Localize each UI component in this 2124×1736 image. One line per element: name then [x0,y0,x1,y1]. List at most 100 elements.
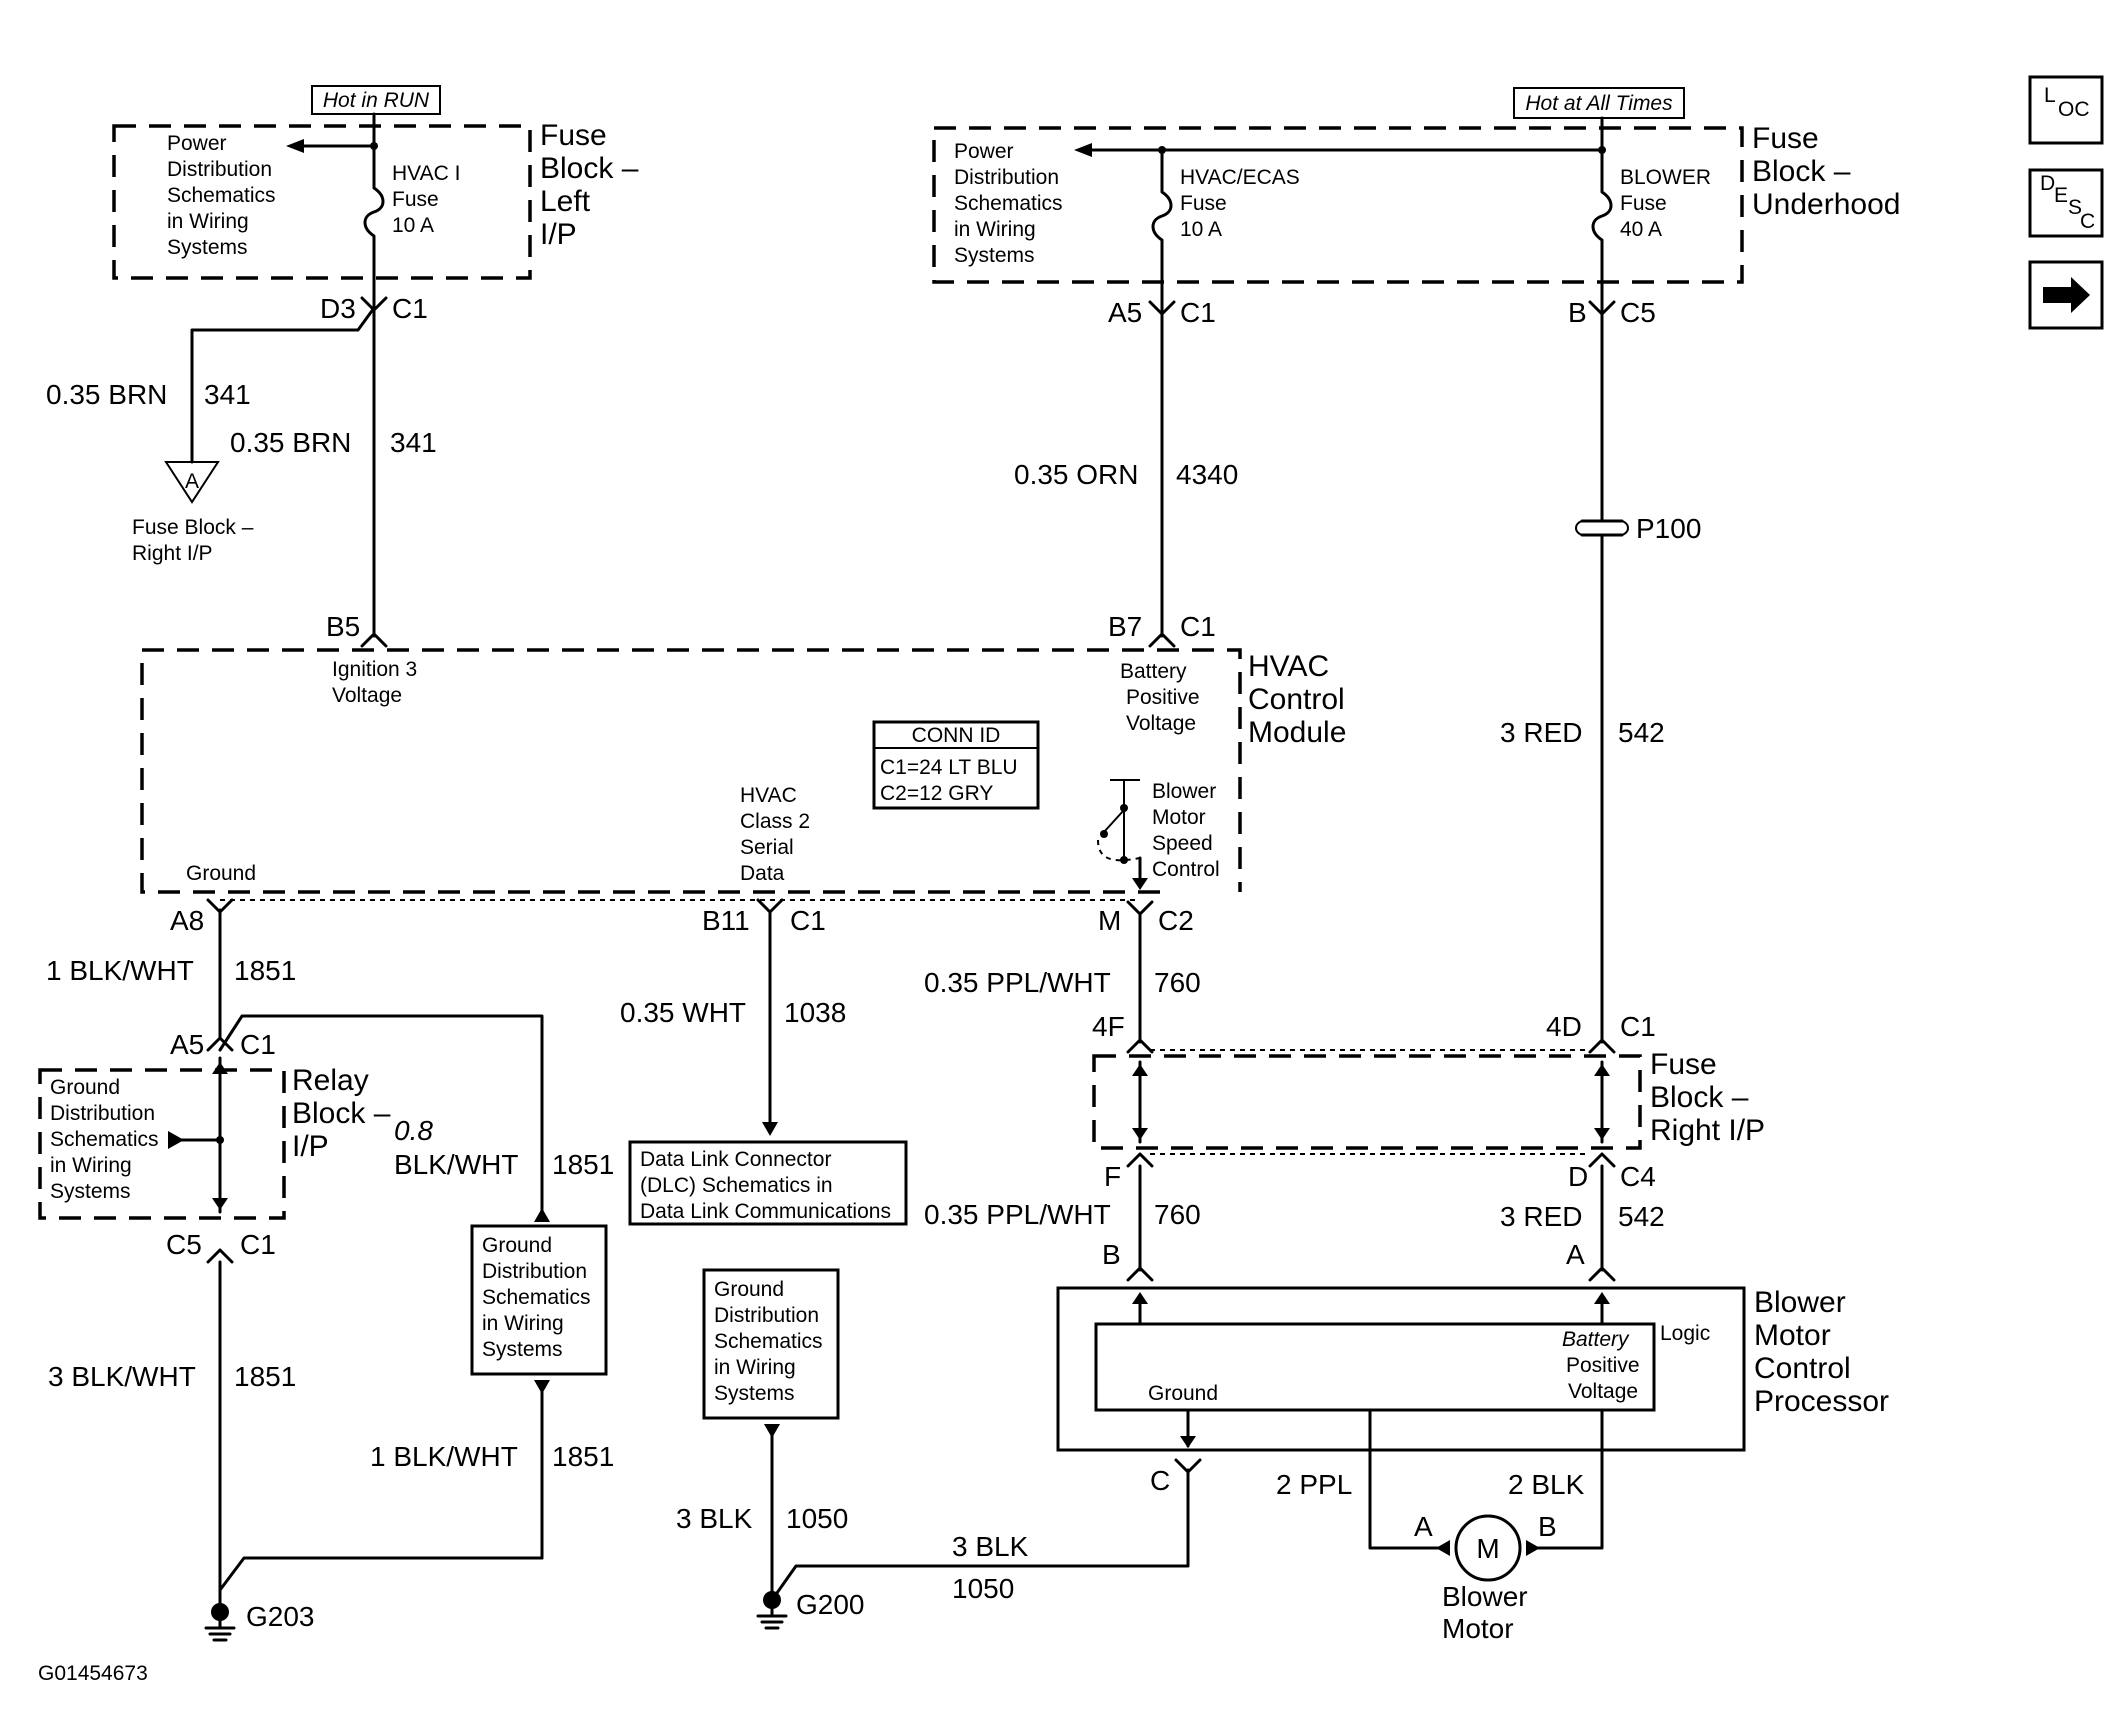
blower-ctrl-3: Speed [1152,832,1213,855]
wire-1050a-gauge: 3 BLK [676,1503,753,1534]
pin-b-top: B [1568,297,1587,328]
conn-id-title: CONN ID [912,724,1001,747]
desc-button-e: E [2054,184,2068,207]
relay-gnd-dist-4: in Wiring [50,1154,132,1177]
serial-label-2: Class 2 [740,810,810,833]
conn-id-c1: C1=24 LT BLU [880,756,1018,779]
conn-c1-left: C1 [392,293,428,324]
fuse-icon [363,144,385,310]
bmcp-pin-b: B [1102,1239,1121,1270]
relay-gnd-dist-3: Schematics [50,1128,159,1151]
bmcp-batt-2: Positive [1566,1354,1640,1377]
power-dist-right-2: Distribution [954,166,1059,189]
wire-760: 0.35 PPL/WHT 760 4F [924,900,1201,1054]
ground-dist-box-1: Ground Distribution Schematics in Wiring… [470,1224,608,1560]
desc-button-d: D [2040,172,2055,195]
serial-label-3: Serial [740,836,794,859]
hvac-title-3: Module [1248,716,1346,749]
pin-a5-relay: A5 [170,1029,204,1060]
pin-m: M [1098,905,1121,936]
desc-button[interactable]: D E S C [2028,168,2104,238]
power-dist-left-5: Systems [167,236,248,259]
wire-4340: 0.35 ORN 4340 [1014,300,1238,638]
relay-block-ip: A5 C1 Ground Distribution Schematics in … [38,1029,391,1260]
ref-a-triangle [164,461,220,504]
wire-4340-circuit: 4340 [1176,459,1238,490]
fuse-block-left-ip: Hot in RUN Power Distribution Schematics… [112,85,639,324]
blower-ctrl-4: Control [1152,858,1220,881]
fuse-blower-rating: 40 A [1620,218,1662,241]
pin-a8: A8 [170,905,204,936]
wire-1851a-gauge: 1 BLK/WHT [46,955,194,986]
ground-point-icon [211,1603,229,1621]
wire-341-branch: 0.35 BRN 341 A Fuse Block – Right I/P [46,306,376,565]
conn-c1-a5: C1 [240,1029,276,1060]
desc-button-s: S [2068,196,2082,219]
dlc-line-3: Data Link Communications [640,1200,891,1223]
fuse-hvac-ecas-word: Fuse [1180,192,1227,215]
wire-1851-ground: 1 BLK/WHT 1851 [46,898,550,1222]
wire-341b-gauge: 0.35 BRN [230,427,351,458]
relay-title-2: Block – [292,1097,391,1130]
bmcp-pin-c: C [1150,1465,1170,1496]
wire-1851c-circuit: 1851 [234,1361,296,1392]
diagram-id: G01454673 [38,1662,148,1685]
wire-341a-gauge: 0.35 BRN [46,379,167,410]
wire-760a-gauge: 0.35 PPL/WHT [924,967,1111,998]
serial-label-1: HVAC [740,784,797,807]
gnd-box2-line-4: in Wiring [714,1356,796,1379]
fuse-hvac-word: Fuse [392,188,439,211]
loc-button[interactable]: L OC [2028,75,2104,145]
bmcp-batt-1: Battery [1562,1328,1630,1351]
relay-gnd-dist-2: Distribution [50,1102,155,1125]
bmcp-title-4: Processor [1754,1385,1889,1418]
motor-pin-a: A [1414,1511,1433,1542]
wire-blk-gauge: 2 BLK [1508,1469,1585,1500]
fuse-right-title-2: Block – [1650,1081,1749,1114]
wire-1851b-gauge-1: 0.8 [394,1115,433,1146]
bmcp-title-3: Control [1754,1352,1851,1385]
battery-label-2: Positive [1126,686,1200,709]
wire-542a-circuit: 542 [1618,717,1665,748]
ground-label-hvac: Ground [186,862,256,885]
fuse-blower-label: BLOWER [1620,166,1711,189]
conn-c1-b7: C1 [1180,611,1216,642]
ground-g203-label: G203 [246,1601,315,1632]
dlc-line-1: Data Link Connector [640,1148,831,1171]
conn-c4: C4 [1620,1161,1656,1192]
fuse-block-right-ip: Fuse Block – Right I/P F D C4 [1092,1048,1765,1192]
next-arrow-button[interactable] [2028,260,2104,330]
pin-4f: 4F [1092,1011,1125,1042]
power-dist-left-3: Schematics [167,184,276,207]
wire-760b-gauge: 0.35 PPL/WHT [924,1199,1111,1230]
serial-label-4: Data [740,862,785,885]
motor-icon [1454,1514,1522,1582]
wire-1851b-gauge-2: BLK/WHT [394,1149,518,1180]
wire-ppl-gauge: 2 PPL [1276,1469,1352,1500]
fuse-block-left-title-4: I/P [540,218,577,251]
fuse-block-left-title-3: Left [540,185,591,218]
relay-gnd-dist-5: Systems [50,1180,131,1203]
wire-1050a-circuit: 1050 [786,1503,848,1534]
conn-c2-m: C2 [1158,905,1194,936]
wire-341-main: 0.35 BRN 341 [230,296,437,638]
wire-1851c-gauge: 3 BLK/WHT [48,1361,196,1392]
power-dist-right-5: Systems [954,244,1035,267]
ref-a-text-2: Right I/P [132,542,213,565]
fuse-hvac-label: HVAC I [392,162,460,185]
ref-a-text-1: Fuse Block – [132,516,254,539]
hot-at-all-times-label: Hot at All Times [1525,92,1673,115]
wire-341a-circuit: 341 [204,379,251,410]
fuse-block-underhood-title-1: Fuse [1752,122,1819,155]
fuse-hvac-rating: 10 A [392,214,434,237]
bmcp-title-1: Blower [1754,1286,1846,1319]
fuse-hvac-ecas-rating: 10 A [1180,218,1222,241]
ignition-label-2: Voltage [332,684,402,707]
ground-g200-label: G200 [796,1589,865,1620]
fuse-block-left-title-2: Block – [540,152,639,185]
gnd-box1-line-4: in Wiring [482,1312,564,1335]
blower-motor: 2 PPL 2 BLK A B M Blower Motor [1276,1448,1604,1644]
fuse-right-title-1: Fuse [1650,1048,1717,1081]
gnd-box2-line-5: Systems [714,1382,795,1405]
gnd-box2-line-3: Schematics [714,1330,823,1353]
